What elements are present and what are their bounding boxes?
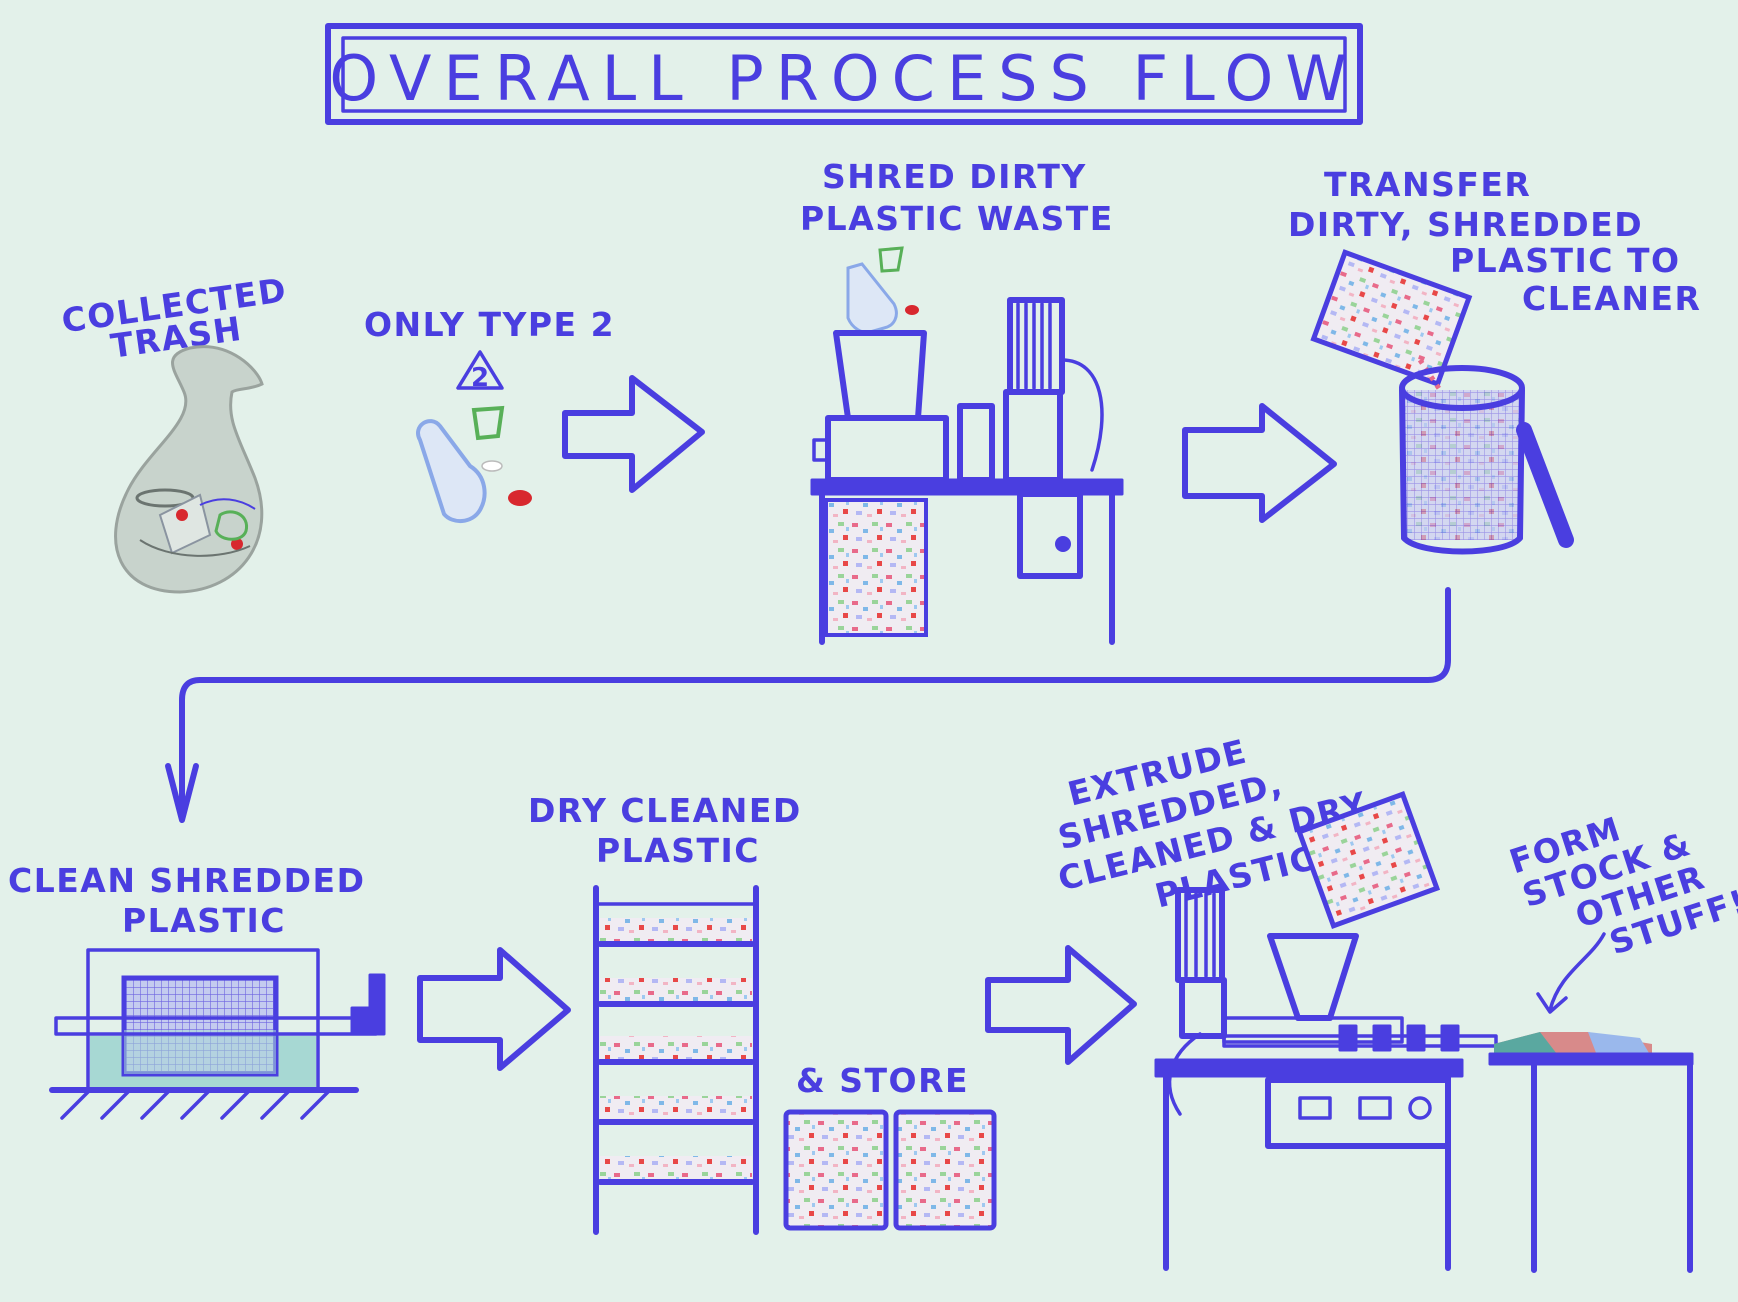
label-shred-line1: SHRED DIRTY (822, 157, 1087, 196)
label-form: FORM STOCK & OTHER STUFF! (1505, 779, 1738, 984)
recycle-symbol-icon: 2 (456, 350, 504, 393)
cleaner-basket-illustration (1399, 365, 1574, 555)
extruder-machine (1154, 887, 1498, 1271)
label-clean-line2: PLASTIC (122, 901, 286, 940)
shredder-machine (810, 297, 1124, 645)
label-transfer-line2: DIRTY, SHREDDED (1288, 205, 1643, 244)
label-dry-line1: DRY CLEANED (528, 791, 802, 830)
trash-bag-illustration (114, 345, 264, 594)
page-title: OVERALL PROCESS FLOW (329, 42, 1358, 115)
label-store: & STORE (796, 1061, 969, 1100)
recycle-code: 2 (471, 363, 489, 393)
label-transfer: TRANSFER DIRTY, SHREDDED PLASTIC TO CLEA… (1288, 165, 1701, 318)
arrow-to-extruder (985, 945, 1137, 1065)
washing-drum-illustration (49, 948, 386, 1120)
label-transfer-line3: PLASTIC TO (1450, 241, 1681, 280)
label-transfer-line1: TRANSFER (1324, 165, 1531, 204)
label-dry-line2: PLASTIC (596, 831, 760, 870)
label-only-type-2: ONLY TYPE 2 (364, 305, 615, 344)
form-table-illustration (1488, 1032, 1694, 1273)
arrow-to-dryer (417, 947, 571, 1071)
label-clean-line1: CLEAN SHREDDED (8, 861, 366, 900)
falling-plastic-illustration (846, 246, 919, 334)
arrow-to-shredder (562, 375, 705, 493)
label-clean: CLEAN SHREDDED PLASTIC (8, 861, 379, 940)
label-transfer-line4: CLEANER (1522, 279, 1701, 318)
drying-rack-illustration (593, 885, 759, 1235)
type2-items-illustration (416, 405, 532, 523)
hopper-bin-illustration (1296, 791, 1441, 930)
connector-line (179, 587, 1451, 821)
arrow-to-cleaner (1182, 403, 1337, 523)
connector-arrowhead (165, 763, 199, 823)
storage-bins-illustration (783, 1109, 997, 1231)
label-shred: SHRED DIRTY PLASTIC WASTE (800, 157, 1114, 238)
label-dry: DRY CLEANED PLASTIC (528, 791, 815, 870)
label-shred-line2: PLASTIC WASTE (800, 199, 1114, 238)
pointer-arrow (1536, 932, 1606, 1014)
title-frame (325, 23, 1363, 125)
